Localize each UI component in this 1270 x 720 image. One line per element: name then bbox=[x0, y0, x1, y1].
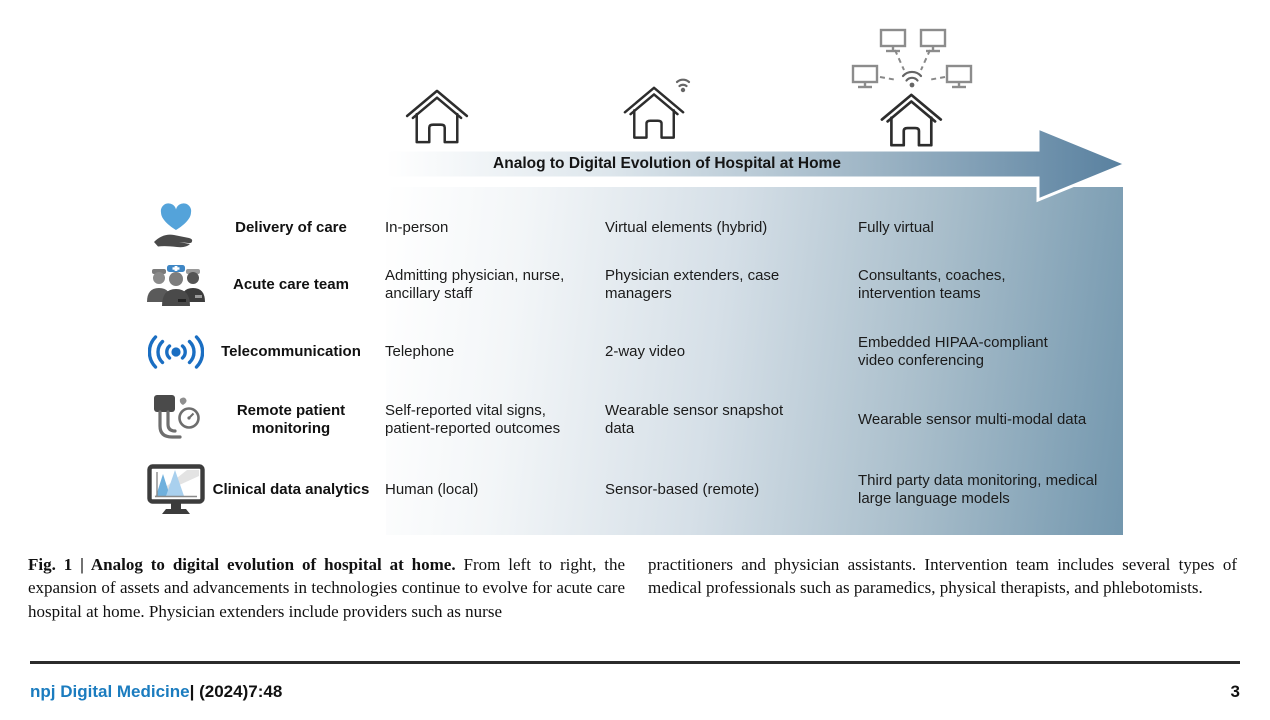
journal-name-link[interactable]: npj Digital Medicine bbox=[30, 682, 190, 701]
citation-text: | (2024)7:48 bbox=[189, 682, 283, 701]
footer-divider bbox=[30, 661, 1240, 664]
row-label: Acute care team bbox=[233, 275, 349, 293]
table-row: Delivery of care In-person Virtual eleme… bbox=[140, 200, 1135, 256]
blood-pressure-monitor-icon bbox=[140, 393, 212, 447]
row-label: Telecommunication bbox=[221, 342, 361, 360]
stage-analog-cell: Human (local) bbox=[385, 480, 479, 498]
figure-caption-right: practitioners and physician assistants. … bbox=[648, 555, 1237, 598]
networked-house-icon bbox=[851, 28, 973, 147]
table-row: Clinical data analytics Human (local) Se… bbox=[140, 460, 1135, 520]
wifi-house-icon bbox=[623, 78, 691, 139]
figure-gradient-panel bbox=[386, 187, 1123, 535]
stage-virtual-cell: Third party data monitoring, medical lar… bbox=[858, 471, 1098, 508]
plain-house-icon bbox=[405, 89, 469, 144]
care-team-icon bbox=[140, 260, 212, 310]
row-label: Remote patient monitoring bbox=[236, 401, 346, 438]
table-row: Remote patient monitoring Self-reported … bbox=[140, 391, 1135, 449]
table-row: Acute care team Admitting physician, nur… bbox=[140, 257, 1135, 313]
stage-analog-cell: Admitting physician, nurse, ancillary st… bbox=[385, 266, 565, 303]
figure-title: Analog to Digital Evolution of Hospital … bbox=[493, 155, 841, 172]
page-number: 3 bbox=[1230, 682, 1240, 701]
stage-hybrid-cell: Sensor-based (remote) bbox=[605, 480, 760, 498]
analytics-monitor-icon bbox=[140, 464, 212, 516]
footer-citation: npj Digital Medicine| (2024)7:48 bbox=[30, 682, 282, 702]
heart-in-hand-icon bbox=[140, 202, 212, 254]
evolution-arrow bbox=[386, 125, 1130, 203]
row-label: Clinical data analytics bbox=[212, 480, 370, 498]
stage-hybrid-cell: Physician extenders, case managers bbox=[605, 266, 780, 303]
figure-caption-text: From left to right, the expansion of ass… bbox=[28, 555, 626, 621]
telecommunication-icon bbox=[140, 333, 212, 371]
stage-hybrid-cell: Wearable sensor snapshot data bbox=[605, 401, 784, 438]
stage-virtual-cell: Fully virtual bbox=[858, 218, 934, 236]
stage-analog-cell: Telephone bbox=[385, 342, 455, 360]
row-label: Delivery of care bbox=[235, 218, 347, 236]
stage-hybrid-cell: Virtual elements (hybrid) bbox=[605, 218, 768, 236]
figure-caption-label: Fig. 1 | Analog to digital evolution of … bbox=[28, 555, 456, 574]
stage-analog-cell: In-person bbox=[385, 218, 449, 236]
figure-caption-left: Fig. 1 | Analog to digital evolution of … bbox=[28, 553, 625, 623]
stage-virtual-cell: Embedded HIPAA-compliant video conferenc… bbox=[858, 333, 1048, 370]
stage-hybrid-cell: 2-way video bbox=[605, 342, 686, 360]
stage-virtual-cell: Consultants, coaches, intervention teams bbox=[858, 266, 1006, 303]
table-row: Telecommunication Telephone 2-way video … bbox=[140, 324, 1135, 380]
stage-analog-cell: Self-reported vital signs, patient-repor… bbox=[385, 401, 561, 438]
stage-virtual-cell: Wearable sensor multi-modal data bbox=[858, 410, 1087, 428]
